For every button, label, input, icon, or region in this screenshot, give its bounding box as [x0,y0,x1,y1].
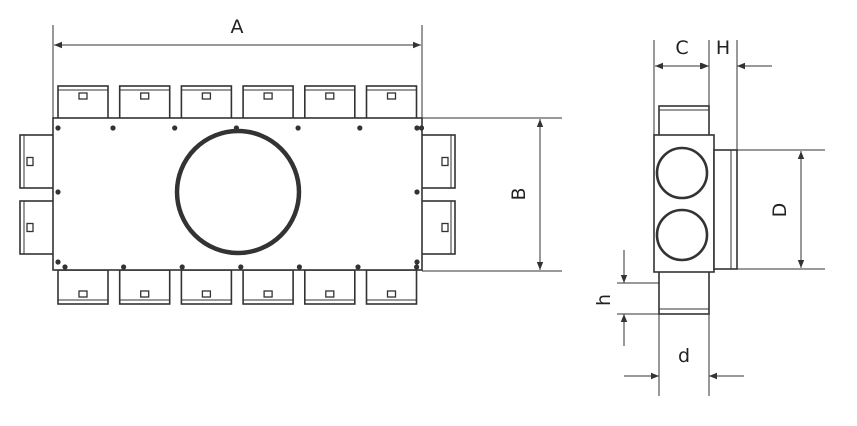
front-view: A B [19,16,562,305]
rivet-dot [355,264,361,270]
rivet-dot [414,125,420,131]
top-spigot-4 [242,85,294,120]
main-collar-side [713,149,738,270]
bottom-spigot-5 [303,269,356,305]
bottom-spigot-row [57,269,418,305]
main-outlet-circle [174,128,302,256]
right-spigot-2 [420,200,456,255]
side-spigot-circle-upper [655,146,709,200]
rivet-dot [55,189,61,195]
dimension-c-label: C [675,37,688,59]
dimension-small-h-label: h [593,294,615,306]
dimension-a-label: A [231,16,244,38]
plenum-box-front [52,117,423,271]
bottom-spigot-6 [365,269,418,305]
rivet-dot [295,125,301,131]
side-bottom-spigot [658,270,710,315]
rivet-dot [357,125,363,131]
rivet-dot [179,264,185,270]
dimension-small-d-label: d [678,345,690,367]
top-spigot-3 [180,85,233,120]
bottom-spigot-2 [118,269,171,305]
left-spigot-2 [19,200,55,255]
rivet-dot [414,264,420,270]
right-spigot-1 [420,134,456,189]
rivet-dot [414,189,420,195]
top-spigot-row [57,85,418,120]
left-spigot-column [19,134,55,255]
left-spigot-1 [19,134,55,189]
top-spigot-1 [57,85,109,120]
rivet-dot [238,264,244,270]
bottom-spigot-3 [180,269,233,305]
rivet-dot [55,259,61,265]
rivet-dot [414,259,420,265]
rivet-dot [418,125,425,131]
top-spigot-6 [365,85,418,120]
rivet-dot [62,264,68,270]
side-top-spigot [658,105,710,137]
side-spigot-circle-lower [655,208,709,262]
rivet-dots [55,125,425,270]
dimension-b-label: B [508,187,530,200]
top-spigot-2 [118,85,171,120]
dimension-d-label: D [769,203,791,218]
bottom-spigot-1 [57,269,109,305]
rivet-dot [110,125,116,131]
right-spigot-column [420,134,456,255]
dimension-h-label: H [716,37,730,59]
bottom-spigot-4 [242,269,294,305]
rivet-dot [55,125,61,131]
top-spigot-5 [303,85,356,120]
rivet-dot [296,264,302,270]
rivet-dot [172,125,178,131]
rivet-dot [121,264,127,270]
side-view: C H D h d [593,37,825,396]
